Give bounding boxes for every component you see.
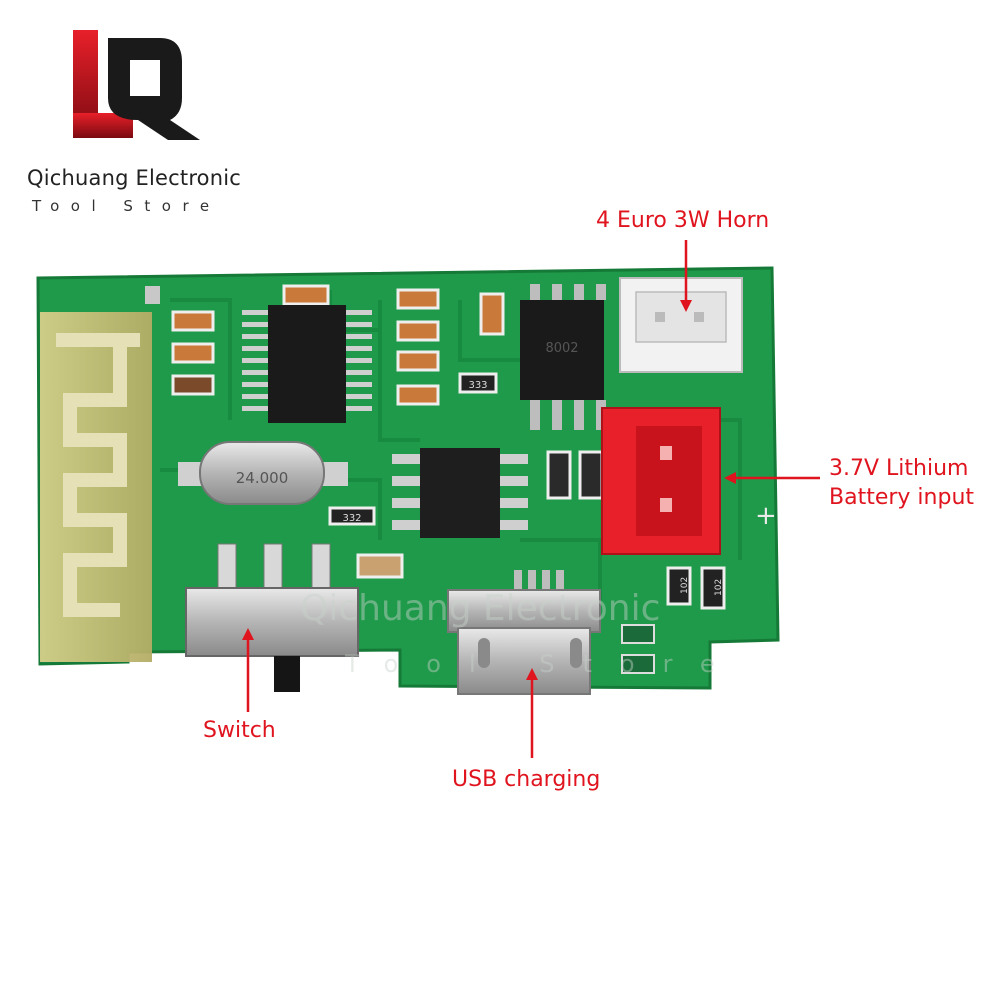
watermark-subtext: Tool Store: [345, 650, 743, 678]
watermark-text: Qichuang Electronic: [300, 588, 661, 629]
callout-horn: 4 Euro 3W Horn: [596, 208, 770, 233]
slide-switch: [185, 543, 359, 692]
callout-switch: Switch: [203, 718, 276, 743]
resistor-332: 332: [328, 506, 376, 526]
crystal-label: 24.000: [236, 469, 289, 487]
callout-usb: USB charging: [452, 767, 601, 792]
main-ic-chip: [242, 305, 372, 423]
resistor-102-a: 102: [666, 566, 692, 606]
callout-battery: 3.7V Lithium Battery input: [829, 454, 974, 512]
status-leds: [621, 624, 655, 674]
center-chip: [392, 448, 528, 538]
callout-arrows: [242, 240, 820, 758]
crystal-oscillator: 24.000: [178, 441, 348, 505]
amp-chip-label: 8002: [545, 341, 578, 356]
resistor-332-label: 332: [342, 513, 361, 524]
resistor-333-label: 333: [468, 380, 487, 391]
callout-battery-line2: Battery input: [829, 485, 975, 510]
resistor-102-a-label: 102: [680, 577, 690, 594]
antenna-trace: [56, 333, 140, 617]
callout-battery-line1: 3.7V Lithium: [829, 456, 969, 481]
resistor-333: 333: [458, 372, 498, 394]
resistor-102-b: 102: [700, 566, 726, 610]
plus-mark: +: [755, 501, 777, 531]
resistor-102-b-label: 102: [714, 579, 724, 596]
speaker-connector: [619, 277, 743, 373]
usb-port: [447, 570, 601, 695]
brand-logo-icon: [73, 30, 200, 140]
battery-connector: +: [601, 407, 777, 555]
brand-name: Qichuang Electronic: [27, 166, 242, 190]
brand-subtitle: Tool Store: [32, 197, 221, 215]
